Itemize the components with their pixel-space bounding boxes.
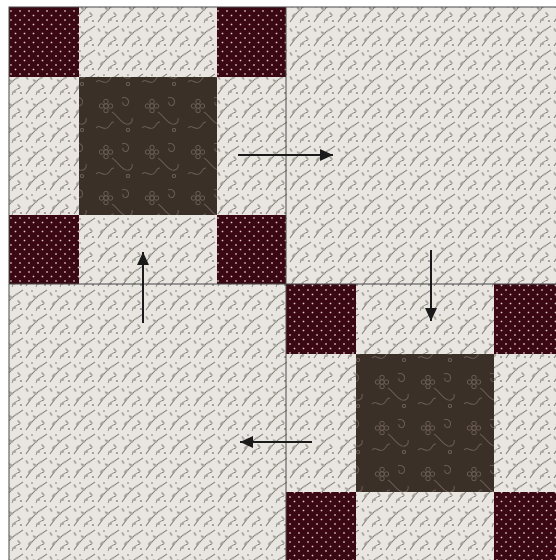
- corner-square-dark-dots: [286, 284, 356, 354]
- plain-block-bottom-left: [9, 284, 286, 560]
- side-square-light-print: [79, 7, 217, 77]
- side-square-light-print: [356, 492, 494, 560]
- corner-square-dark-dots: [494, 492, 556, 560]
- nine-patch-block-bottom-right: [286, 284, 556, 560]
- plain-square-light-print: [9, 284, 286, 560]
- corner-square-dark-dots: [286, 492, 356, 560]
- corner-square-dark-dots: [217, 7, 286, 77]
- side-square-light-print: [217, 77, 286, 215]
- corner-square-dark-dots: [494, 284, 556, 354]
- plain-block-top-right: [286, 7, 556, 284]
- side-square-light-print: [286, 354, 356, 492]
- side-square-light-print: [9, 77, 79, 215]
- nine-patch-block-top-left: [9, 7, 286, 284]
- side-square-light-print: [79, 215, 217, 284]
- corner-square-dark-dots: [9, 215, 79, 284]
- center-square-dark-floral: [79, 77, 217, 215]
- plain-square-light-print: [286, 7, 556, 284]
- side-square-light-print: [494, 354, 556, 492]
- center-square-dark-floral: [356, 354, 494, 492]
- side-square-light-print: [356, 284, 494, 354]
- corner-square-dark-dots: [9, 7, 79, 77]
- corner-square-dark-dots: [217, 215, 286, 284]
